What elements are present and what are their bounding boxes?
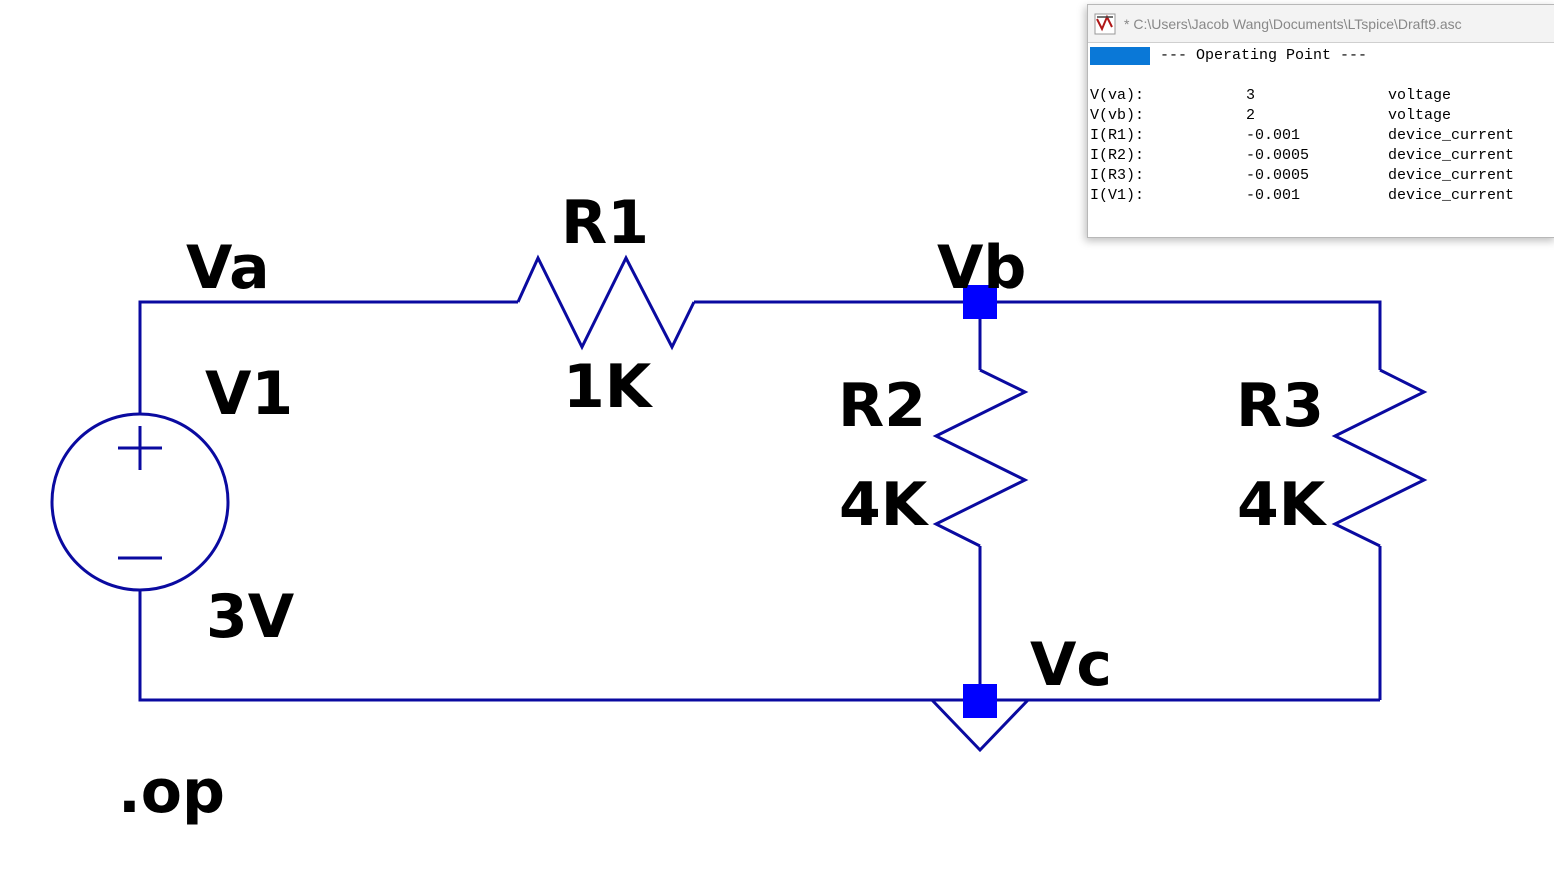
resistor-r1[interactable]: [516, 254, 696, 351]
table-row: I(R1): -0.001 device_current: [1090, 127, 1514, 147]
component-value-v1[interactable]: 3V: [206, 582, 295, 652]
row-kind: device_current: [1388, 147, 1515, 164]
window-titlebar[interactable]: * C:\Users\Jacob Wang\Documents\LTspice\…: [1088, 5, 1554, 43]
row-kind: device_current: [1388, 167, 1515, 184]
component-value-r3[interactable]: 4K: [1237, 470, 1326, 540]
row-kind: voltage: [1388, 87, 1452, 104]
row-kind: voltage: [1388, 107, 1452, 124]
row-value: 3: [1246, 87, 1256, 104]
component-value-r1[interactable]: 1K: [563, 352, 652, 422]
wire-va[interactable]: [138, 300, 518, 415]
table-row: V(va): 3 voltage: [1090, 87, 1451, 107]
wire-vc[interactable]: [138, 590, 1380, 702]
resistor-r2[interactable]: [932, 368, 1029, 548]
component-name-v1[interactable]: V1: [205, 359, 294, 429]
node-vc-junction[interactable]: [963, 684, 997, 718]
row-value: -0.0005: [1246, 147, 1310, 164]
row-name: I(V1):: [1090, 187, 1145, 204]
row-kind: device_current: [1388, 127, 1515, 144]
resistor-r3[interactable]: [1331, 368, 1428, 548]
row-name: V(vb):: [1090, 107, 1145, 124]
node-vb-junction[interactable]: [963, 285, 997, 319]
voltage-source-v1[interactable]: [50, 412, 230, 592]
row-name: I(R3):: [1090, 167, 1145, 184]
window-title: * C:\Users\Jacob Wang\Documents\LTspice\…: [1124, 15, 1462, 32]
wire-vb[interactable]: [694, 300, 1382, 370]
row-kind: device_current: [1388, 187, 1515, 204]
row-value: -0.0005: [1246, 167, 1310, 184]
component-name-r2[interactable]: R2: [838, 371, 926, 441]
component-name-r3[interactable]: R3: [1236, 371, 1324, 441]
component-value-r2[interactable]: 4K: [839, 470, 928, 540]
selection-highlight: [1090, 47, 1150, 65]
table-row: I(V1): -0.001 device_current: [1090, 187, 1514, 207]
row-name: I(R2):: [1090, 147, 1145, 164]
row-name: V(va):: [1090, 87, 1145, 104]
output-header: --- Operating Point ---: [1160, 47, 1368, 64]
net-label-vb[interactable]: Vb: [937, 233, 1027, 303]
net-label-vc[interactable]: Vc: [1030, 630, 1113, 700]
ltspice-app-icon: [1094, 13, 1116, 34]
table-row: V(vb): 2 voltage: [1090, 107, 1451, 127]
operating-point-window[interactable]: * C:\Users\Jacob Wang\Documents\LTspice\…: [1087, 4, 1554, 238]
table-row: I(R3): -0.0005 device_current: [1090, 167, 1514, 187]
component-name-r1[interactable]: R1: [561, 188, 649, 258]
row-value: 2: [1246, 107, 1256, 124]
net-label-va[interactable]: Va: [186, 233, 270, 303]
row-value: -0.001: [1246, 127, 1301, 144]
spice-directive-op[interactable]: .op: [118, 757, 225, 827]
row-value: -0.001: [1246, 187, 1301, 204]
row-name: I(R1):: [1090, 127, 1145, 144]
table-row: I(R2): -0.0005 device_current: [1090, 147, 1514, 167]
